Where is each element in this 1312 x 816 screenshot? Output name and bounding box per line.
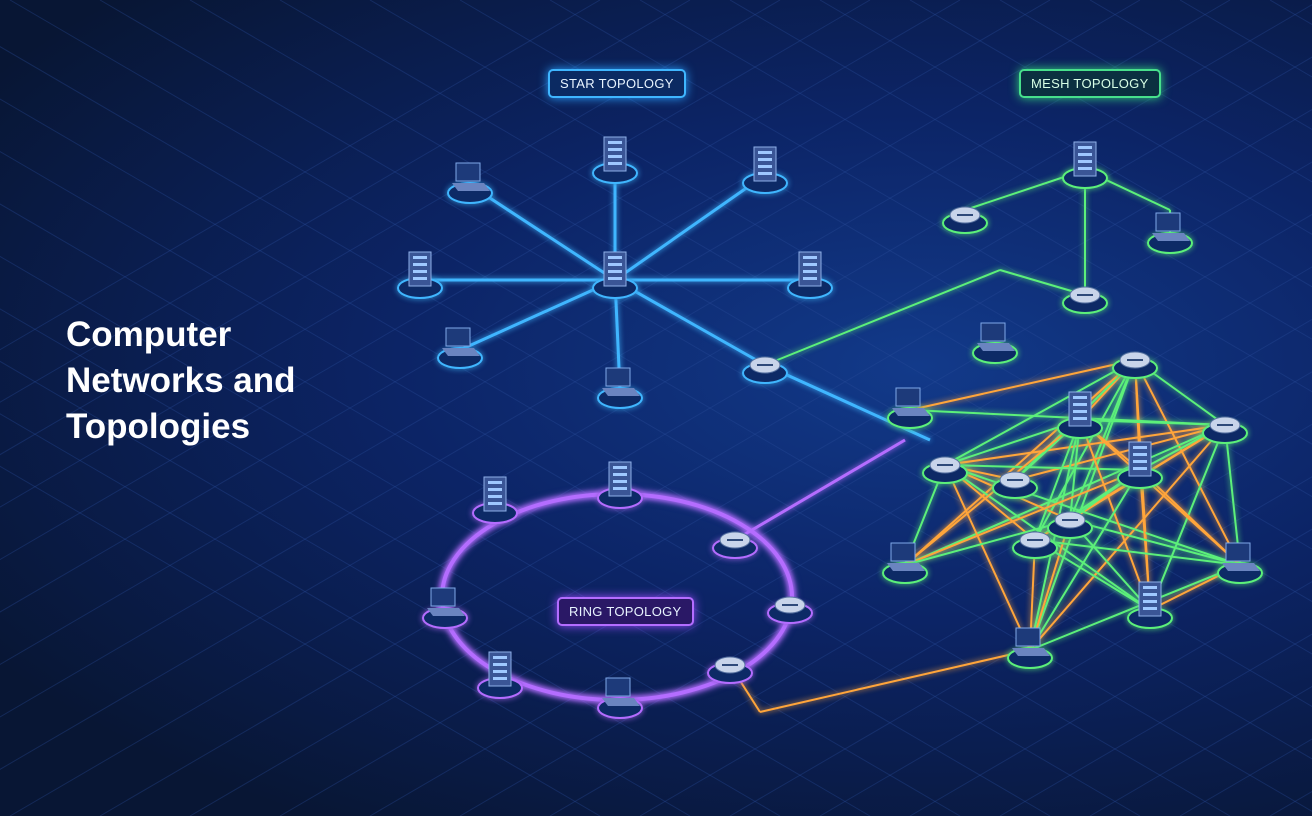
- server-icon: [472, 476, 518, 524]
- mesh-link: [904, 359, 1136, 566]
- ring-topology-label: RING TOPOLOGY: [557, 597, 694, 626]
- switch-icon: [942, 206, 988, 234]
- star-link: [614, 173, 766, 282]
- mesh-link: [1224, 424, 1241, 566]
- laptop-icon: [1147, 212, 1193, 254]
- server-icon: [742, 146, 788, 194]
- switch-icon: [1062, 286, 1108, 314]
- mesh-link: [944, 424, 1226, 466]
- mesh-link: [1079, 419, 1151, 611]
- router-icon: [707, 656, 753, 684]
- laptop-icon: [882, 542, 928, 584]
- mesh-link: [1034, 359, 1136, 541]
- laptop-icon: [1007, 627, 1053, 669]
- switch-icon: [1047, 511, 1093, 539]
- mesh-topology-label: MESH TOPOLOGY: [1019, 69, 1161, 98]
- mesh-link: [1029, 424, 1226, 651]
- laptop-icon: [1217, 542, 1263, 584]
- page-title: Computer Networks and Topologies: [66, 315, 296, 446]
- desktop-icon: [597, 367, 643, 409]
- switch-icon: [1012, 531, 1058, 559]
- mesh-link: [909, 359, 1136, 411]
- mesh-link: [1029, 359, 1136, 651]
- star-link: [459, 278, 616, 352]
- switch-icon: [922, 456, 968, 484]
- laptop-icon: [447, 162, 493, 204]
- laptop-icon: [972, 322, 1018, 364]
- mesh-link: [1029, 469, 1141, 651]
- mesh-link: [904, 424, 1226, 566]
- server-icon: [1057, 391, 1103, 439]
- laptop-icon: [597, 677, 643, 719]
- laptop-icon: [422, 587, 468, 629]
- server-icon: [1117, 441, 1163, 489]
- star-link: [614, 278, 766, 367]
- mesh-link: [944, 359, 1136, 466]
- router-icon: [1202, 416, 1248, 444]
- star-topology-label: STAR TOPOLOGY: [548, 69, 686, 98]
- mesh-link: [1134, 359, 1241, 566]
- server-icon: [477, 651, 523, 699]
- mesh-link: [944, 464, 1141, 471]
- mesh-link: [1139, 469, 1241, 566]
- ring-mesh-link: [734, 438, 906, 542]
- mesh-link: [1034, 539, 1241, 566]
- mesh-link: [999, 269, 1086, 296]
- mesh-link: [904, 419, 1081, 566]
- server-icon: [1127, 581, 1173, 629]
- mesh-link: [1069, 519, 1241, 566]
- database-icon: [397, 251, 443, 299]
- router-icon: [767, 596, 813, 624]
- server-icon: [592, 251, 638, 299]
- router-icon: [1112, 351, 1158, 379]
- mesh-link: [944, 464, 1031, 651]
- switch-icon: [992, 471, 1038, 499]
- laptop-icon: [887, 387, 933, 429]
- star-mesh-link: [764, 269, 1001, 366]
- mesh-link: [1034, 419, 1081, 541]
- laptop-icon: [437, 327, 483, 369]
- mesh-link: [1079, 419, 1226, 426]
- mesh-link: [904, 469, 1141, 566]
- database-icon: [592, 136, 638, 184]
- router-icon: [712, 531, 758, 559]
- database-icon: [787, 251, 833, 299]
- mesh-link: [904, 519, 1071, 566]
- server-icon: [597, 461, 643, 509]
- server-icon: [1062, 141, 1108, 189]
- star-link: [469, 183, 616, 282]
- router-icon: [742, 356, 788, 384]
- ring-mesh-link: [759, 649, 1031, 713]
- mesh-link: [1029, 564, 1241, 651]
- mesh-link: [944, 464, 1241, 566]
